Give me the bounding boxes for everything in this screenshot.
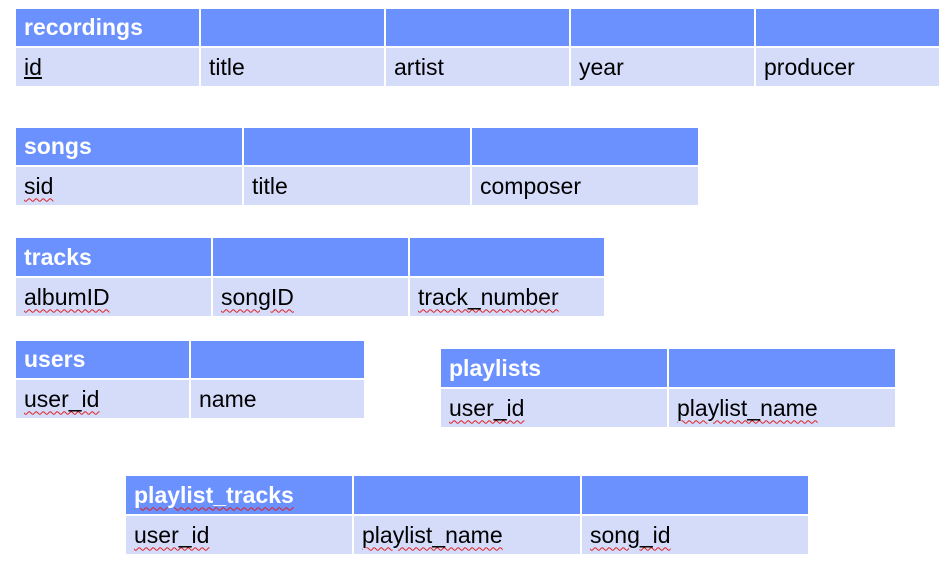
field-cell: artist — [386, 48, 569, 86]
field-cell: composer — [472, 167, 698, 205]
table-header-row: users — [16, 341, 364, 378]
table-header-row: tracks — [16, 238, 604, 276]
table-name: playlist_tracks — [126, 476, 352, 514]
header-cell — [354, 476, 580, 514]
table-users: users user_id name — [14, 339, 366, 420]
primary-key-field: track_number — [418, 283, 559, 310]
field-name: composer — [480, 172, 581, 199]
header-cell — [191, 341, 364, 378]
field-row: sid title composer — [16, 167, 698, 205]
field-name: year — [579, 53, 624, 80]
field-cell: user_id — [126, 516, 352, 554]
header-cell — [386, 9, 569, 46]
table-header-row: playlists — [441, 349, 895, 387]
field-cell: track_number — [410, 278, 604, 316]
header-cell — [669, 349, 895, 387]
header-cell — [244, 128, 470, 165]
table-playlists: playlists user_id playlist_name — [439, 347, 897, 429]
table-recordings: recordings id title artist year producer — [14, 7, 941, 88]
primary-key-field: user_id — [24, 385, 100, 412]
primary-key-field: user_id — [134, 521, 210, 548]
field-row: user_id name — [16, 380, 364, 418]
header-cell — [472, 128, 698, 165]
table-name: songs — [16, 128, 242, 165]
field-cell: title — [201, 48, 384, 86]
field-cell: playlist_name — [669, 389, 895, 427]
primary-key-field: song_id — [590, 521, 671, 548]
field-cell: producer — [756, 48, 939, 86]
field-name: title — [252, 172, 288, 199]
header-cell — [201, 9, 384, 46]
table-tracks: tracks albumID songID track_number — [14, 236, 606, 318]
field-name: title — [209, 53, 245, 80]
table-header-row: songs — [16, 128, 698, 165]
primary-key-field: songID — [221, 283, 294, 310]
table-header-row: playlist_tracks — [126, 476, 808, 514]
field-cell: sid — [16, 167, 242, 205]
table-name: tracks — [16, 238, 211, 276]
field-cell: year — [571, 48, 754, 86]
primary-key-field: playlist_name — [677, 394, 818, 421]
field-cell: name — [191, 380, 364, 418]
field-name: name — [199, 385, 257, 412]
primary-key-field: user_id — [449, 394, 525, 421]
field-row: id title artist year producer — [16, 48, 939, 86]
header-cell — [582, 476, 808, 514]
field-cell: title — [244, 167, 470, 205]
field-cell: id — [16, 48, 199, 86]
table-header-row: recordings — [16, 9, 939, 46]
primary-key-field: id — [24, 53, 42, 80]
header-cell — [410, 238, 604, 276]
field-row: albumID songID track_number — [16, 278, 604, 316]
field-cell: user_id — [441, 389, 667, 427]
primary-key-field: playlist_name — [362, 521, 503, 548]
table-name-text: playlist_tracks — [134, 481, 294, 508]
header-cell — [756, 9, 939, 46]
field-name: producer — [764, 53, 855, 80]
field-cell: playlist_name — [354, 516, 580, 554]
primary-key-field: albumID — [24, 283, 110, 310]
table-playlist-tracks: playlist_tracks user_id playlist_name so… — [124, 474, 810, 556]
table-name: recordings — [16, 9, 199, 46]
table-songs: songs sid title composer — [14, 126, 700, 207]
primary-key-field: sid — [24, 172, 54, 199]
table-name: users — [16, 341, 189, 378]
field-row: user_id playlist_name song_id — [126, 516, 808, 554]
header-cell — [571, 9, 754, 46]
field-cell: songID — [213, 278, 408, 316]
field-row: user_id playlist_name — [441, 389, 895, 427]
field-cell: song_id — [582, 516, 808, 554]
field-cell: albumID — [16, 278, 211, 316]
header-cell — [213, 238, 408, 276]
field-name: artist — [394, 53, 444, 80]
table-name: playlists — [441, 349, 667, 387]
field-cell: user_id — [16, 380, 189, 418]
